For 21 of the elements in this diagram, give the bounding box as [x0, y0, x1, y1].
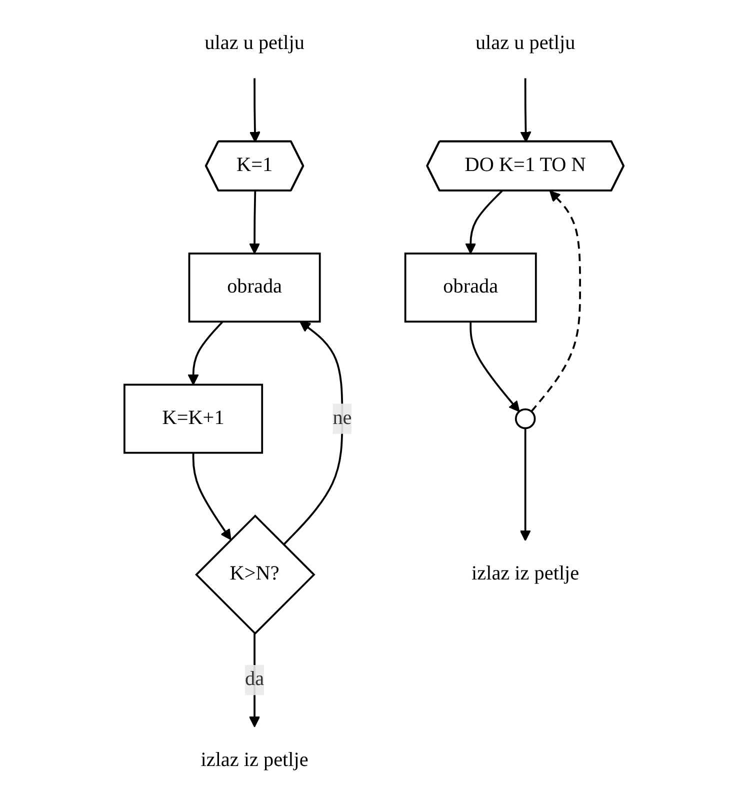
arrow — [282, 321, 344, 546]
node-box: K=K+1 — [124, 384, 264, 454]
arrow — [192, 452, 232, 540]
node-text: izlaz iz petlje — [472, 563, 580, 585]
edge-label: ne — [332, 407, 352, 429]
arrow — [520, 78, 532, 142]
edge-label: da — [245, 668, 264, 690]
arrow — [249, 191, 260, 254]
node-circle — [514, 408, 536, 430]
node-text: izlaz iz petlje — [200, 750, 308, 771]
arrow — [465, 190, 503, 254]
arrow — [520, 428, 531, 542]
arrow — [188, 320, 224, 386]
arrow — [530, 190, 581, 412]
node-text: ulaz u petlju — [475, 32, 576, 54]
node-box: obrada — [404, 252, 537, 323]
node-text: ulaz u petlju — [204, 32, 304, 54]
arrow — [249, 78, 261, 142]
node-box: obrada — [188, 252, 321, 323]
node-diamond: K>N? — [195, 514, 316, 635]
arrow — [470, 322, 520, 412]
